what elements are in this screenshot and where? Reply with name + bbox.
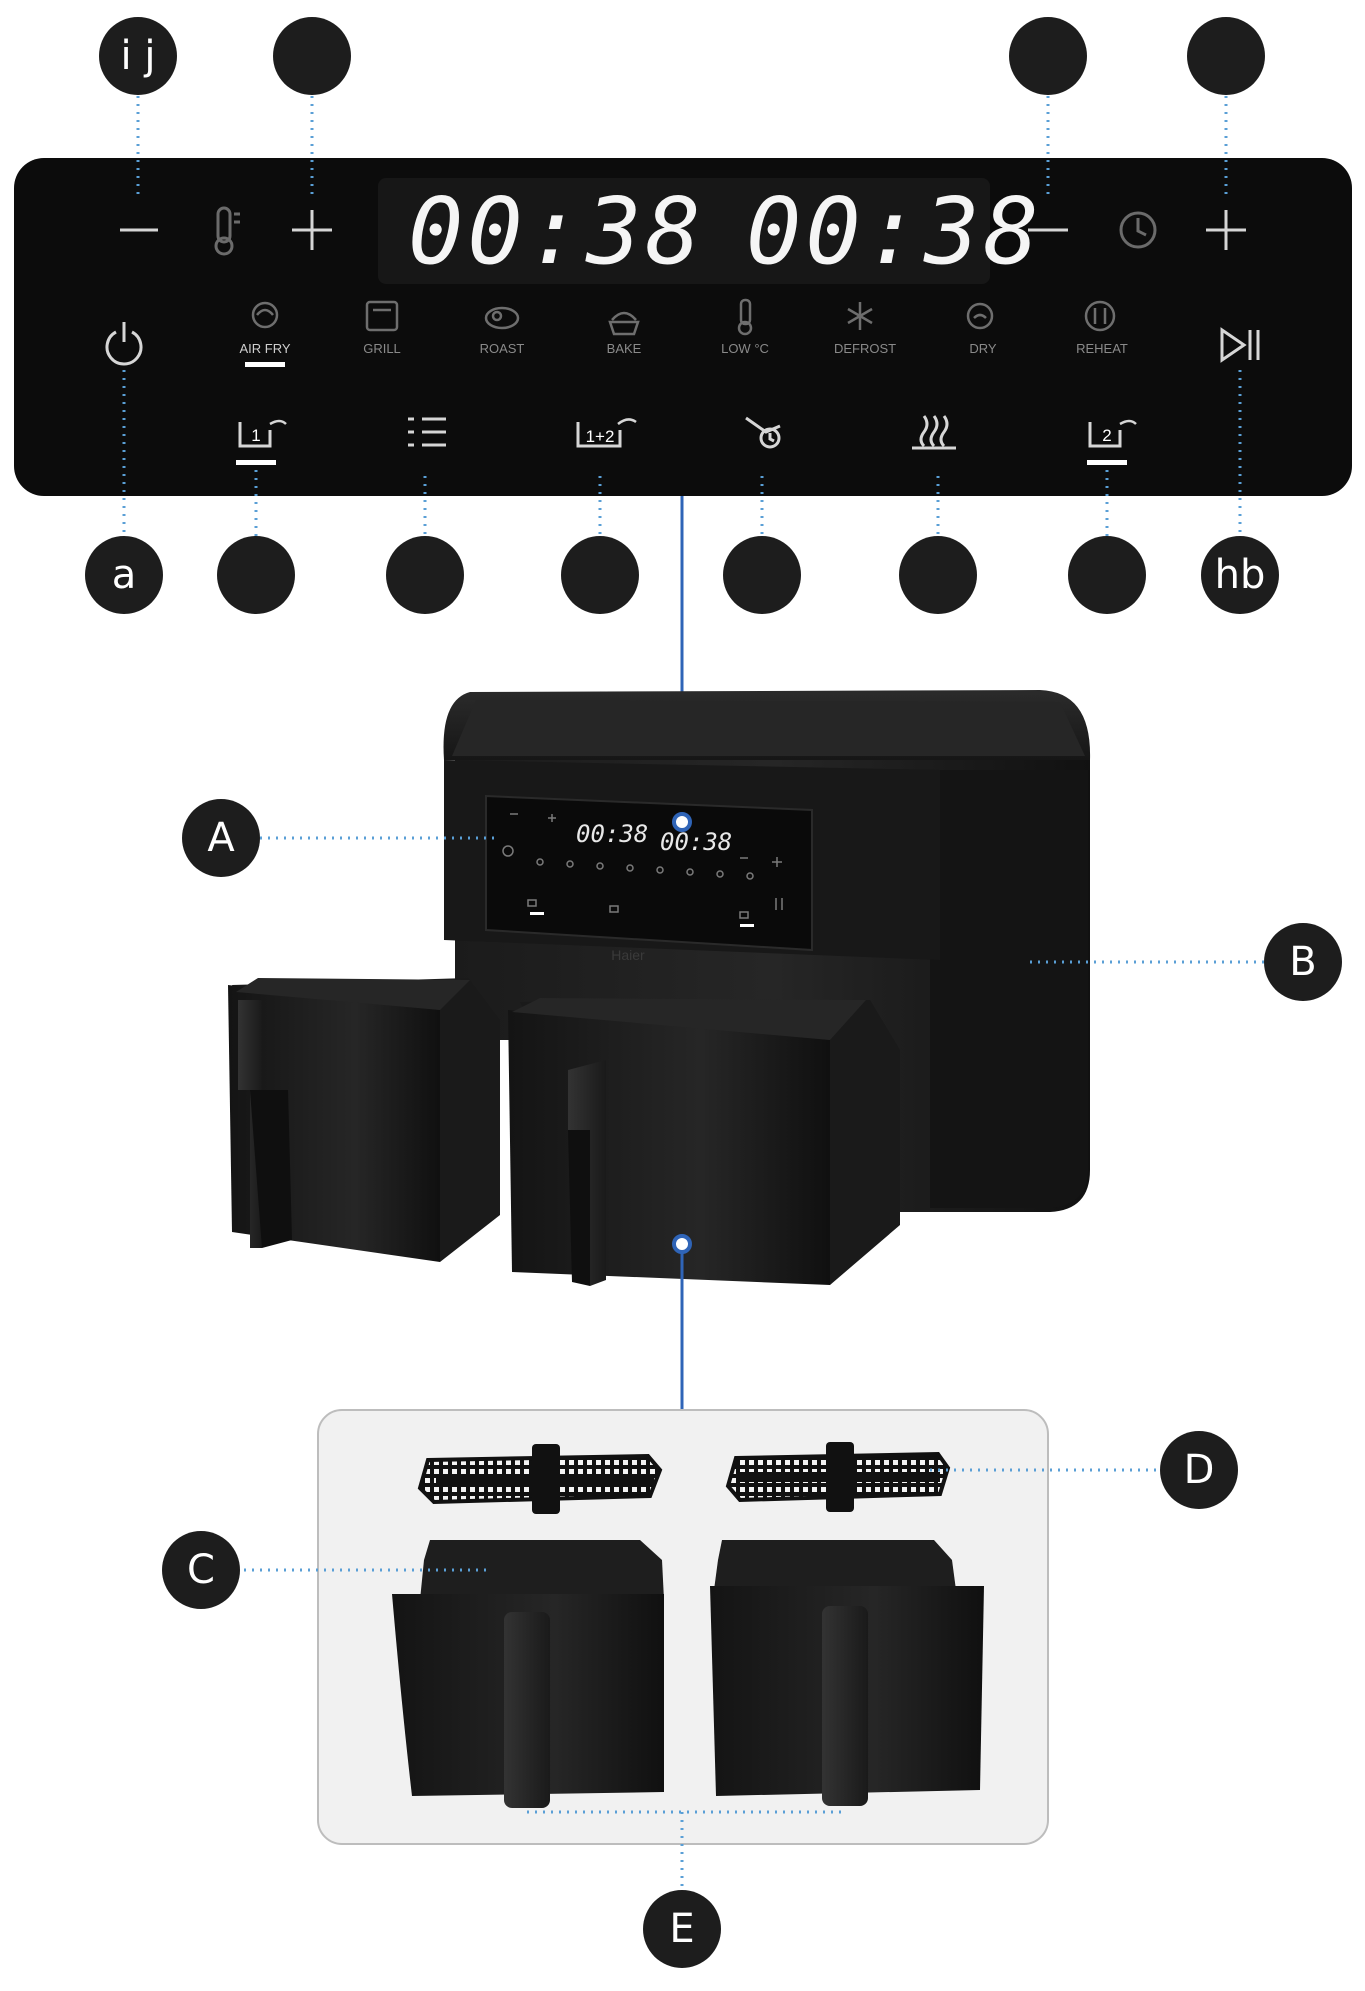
brand-logo: Haier	[611, 947, 645, 963]
low-temp-icon[interactable]	[737, 298, 753, 336]
zone-1-button[interactable]: 1	[238, 419, 287, 448]
product-timer-left: 00:38	[576, 820, 648, 848]
grill-icon[interactable]	[365, 300, 399, 332]
power-button[interactable]	[105, 322, 143, 366]
panel-timer-right: 00:38	[746, 178, 1043, 285]
zone-both-number: 1+2	[586, 427, 615, 446]
callout-power: a	[85, 536, 163, 614]
zone-1-active-indicator	[236, 460, 276, 465]
roast-icon[interactable]	[484, 306, 520, 330]
mode-label-grill: GRILL	[363, 341, 401, 356]
sync-finish-icon[interactable]	[408, 417, 446, 447]
product-control-panel: 00:38 00:38	[485, 794, 813, 952]
accessories-box	[317, 1409, 1049, 1845]
mode-label-roast: ROAST	[480, 341, 525, 356]
crisper-plate-right	[725, 1442, 951, 1512]
mode-label-air-fry: AIR FRY	[239, 341, 290, 356]
callout-temp-minus: i j	[99, 17, 177, 95]
callout-start-pause: hb	[1201, 536, 1279, 614]
time-plus-button[interactable]	[1206, 210, 1246, 250]
callout-C: C	[162, 1531, 240, 1609]
control-panel: 00:38 00:38	[14, 158, 1352, 822]
clock-icon	[1119, 211, 1157, 249]
mode-label-defrost: DEFROST	[834, 341, 896, 356]
air-fryer-product: 00:38 00:38 Haier	[228, 690, 1091, 1410]
callout-keep-warm	[899, 536, 977, 614]
callout-shake-reminder	[723, 536, 801, 614]
callout-B: B	[1264, 923, 1342, 1001]
lid-top-surface	[452, 700, 1085, 756]
bake-icon[interactable]	[608, 311, 640, 336]
shake-reminder-icon[interactable]	[745, 416, 781, 449]
zone-2-number: 2	[1102, 426, 1111, 445]
left-basket-drawer	[228, 978, 500, 1262]
start-pause-button[interactable]	[1220, 327, 1260, 363]
basket-left	[392, 1540, 664, 1808]
zone-2-active-indicator	[1087, 460, 1127, 465]
mode-label-reheat: REHEAT	[1076, 341, 1128, 356]
zone-1-number: 1	[251, 426, 260, 445]
right-basket-drawer	[508, 998, 900, 1286]
basket-right	[710, 1540, 984, 1806]
crisper-plate-left	[417, 1444, 663, 1514]
handle-right	[822, 1606, 868, 1806]
callout-temp-plus	[273, 17, 351, 95]
callout-A: A	[182, 799, 260, 877]
temperature-plus-button[interactable]	[292, 210, 332, 250]
product-timer-right: 00:38	[660, 828, 732, 856]
zone-2-button[interactable]: 2	[1088, 419, 1137, 448]
product-zone-2-indicator	[740, 924, 754, 927]
air-fry-icon[interactable]	[251, 301, 279, 329]
callout-zone-both	[561, 536, 639, 614]
thermometer-icon	[214, 206, 240, 256]
keep-warm-icon[interactable]	[912, 415, 956, 450]
callout-D: D	[1160, 1431, 1238, 1509]
callout-zone-1	[217, 536, 295, 614]
callout-time-plus	[1187, 17, 1265, 95]
display-window	[378, 178, 990, 284]
zone-both-button[interactable]: 1+2	[576, 418, 637, 448]
panel-background	[14, 158, 1352, 496]
basket-anchor-dot	[672, 1234, 692, 1254]
defrost-icon[interactable]	[847, 302, 873, 330]
dry-icon[interactable]	[966, 302, 994, 330]
mode-label-bake: BAKE	[607, 341, 642, 356]
part-dotted-leaders	[244, 836, 1264, 1890]
mode-label-low-temp: LOW °C	[721, 341, 769, 356]
reheat-icon[interactable]	[1084, 300, 1116, 332]
air-fryer-side	[930, 770, 1088, 1208]
panel-timer-left: 00:38	[408, 178, 705, 285]
display-anchor-dot	[672, 812, 692, 832]
air-fry-active-indicator	[245, 362, 285, 367]
product-zone-1-indicator	[530, 912, 544, 915]
callout-zone-2	[1068, 536, 1146, 614]
callout-time-minus	[1009, 17, 1087, 95]
handle-left	[504, 1612, 550, 1808]
panel-dotted-leaders	[122, 96, 1242, 536]
callout-sync-finish	[386, 536, 464, 614]
callout-E: E	[643, 1890, 721, 1968]
mode-label-dry: DRY	[969, 341, 997, 356]
product-panel-icons	[502, 813, 783, 919]
